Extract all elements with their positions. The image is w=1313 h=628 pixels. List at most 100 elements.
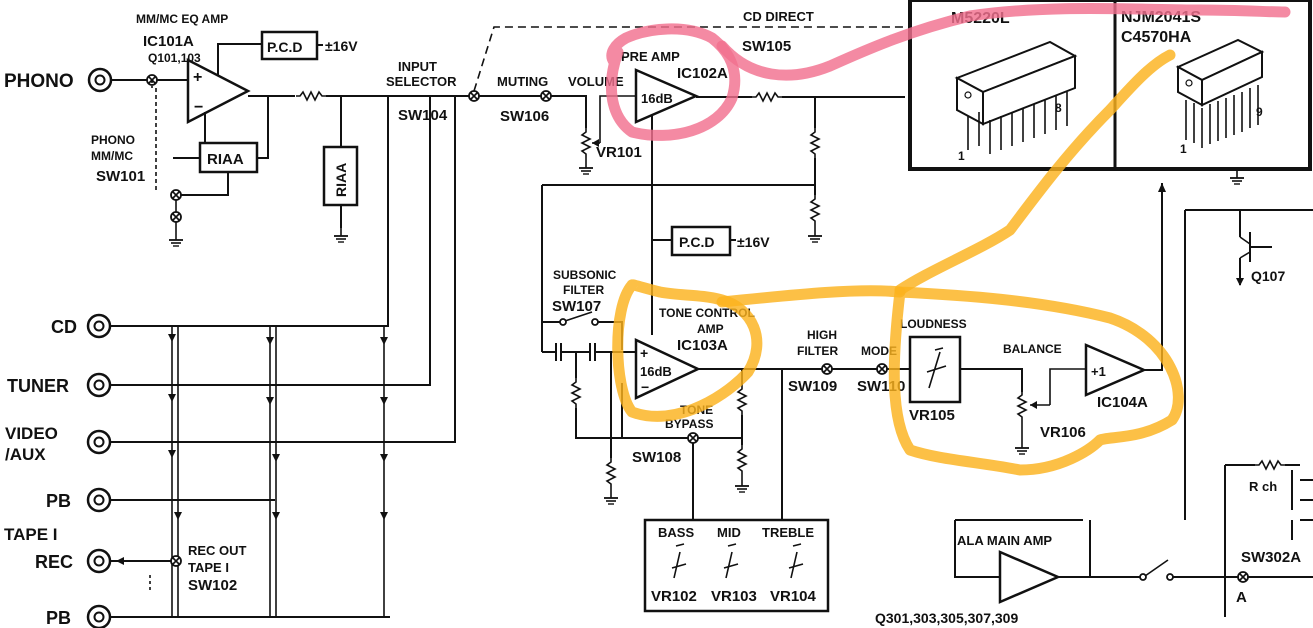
bass-label: BASS xyxy=(658,525,694,540)
rec-out-label-1: REC OUT xyxy=(188,543,247,558)
rec-out-label-2: TAPE I xyxy=(188,560,229,575)
jack-cd xyxy=(86,313,112,339)
label-phono: PHONO xyxy=(4,71,74,92)
subsonic-label-1: SUBSONIC xyxy=(553,268,617,282)
pre-amp-section: 16dB P.C.D ±16V xyxy=(542,68,905,335)
label-pb1: PB xyxy=(46,491,71,511)
svg-text:16dB: 16dB xyxy=(641,91,673,106)
rch-label: R ch xyxy=(1249,479,1277,494)
input-selector-label-2: SELECTOR xyxy=(386,74,457,89)
balance-label: BALANCE xyxy=(1003,342,1062,356)
sw104-label: SW104 xyxy=(398,107,448,124)
high-filter-label-1: HIGH xyxy=(807,328,837,342)
ic103a-opamp xyxy=(634,338,701,400)
selector-volume-section xyxy=(468,26,905,175)
phono-sw-label-1: PHONO xyxy=(91,133,135,147)
orange-highlight xyxy=(612,49,1184,476)
chip2b-label: C4570HA xyxy=(1121,29,1192,46)
jack-video-aux xyxy=(86,429,112,455)
jack-phono xyxy=(87,67,113,93)
phono-eq-section: + − P.C.D ±16V RIAA xyxy=(111,30,358,247)
svg-text:+: + xyxy=(640,345,648,361)
sw109-label: SW109 xyxy=(788,378,837,395)
sw302b-label: A xyxy=(1236,589,1247,606)
sw108-label: SW108 xyxy=(632,449,681,466)
high-filter-label-2: FILTER xyxy=(797,344,838,358)
svg-text:−: − xyxy=(194,99,203,116)
svg-text:RIAA: RIAA xyxy=(333,163,349,197)
label-aux: /AUX xyxy=(5,445,46,464)
tone-control-section: + 16dB − xyxy=(541,185,827,520)
svg-text:+: + xyxy=(193,69,202,86)
label-pb2: PB xyxy=(46,608,71,628)
subsonic-label-2: FILTER xyxy=(563,283,604,297)
vr103-label: VR103 xyxy=(711,588,757,605)
eq-title: MM/MC EQ AMP xyxy=(136,12,228,26)
jack-pb1 xyxy=(86,487,112,513)
vr105-label: VR105 xyxy=(909,407,955,424)
svg-text:+1: +1 xyxy=(1091,364,1106,379)
sw101-label: SW101 xyxy=(96,168,145,185)
vr101-label: VR101 xyxy=(596,144,642,161)
sw106-label: SW106 xyxy=(500,108,549,125)
ala-amp-symbol xyxy=(998,550,1062,604)
pin1a-label: 1 xyxy=(958,149,965,163)
riaa-box-2 xyxy=(322,145,359,207)
svg-text:±16V: ±16V xyxy=(325,38,358,54)
tone-control-label-2: AMP xyxy=(697,322,724,336)
jack-tuner xyxy=(86,372,112,398)
jack-pb2 xyxy=(86,604,112,628)
label-tuner: TUNER xyxy=(7,376,69,396)
ic102a-opamp xyxy=(634,68,700,124)
input-jacks xyxy=(86,67,113,628)
q101-label: Q101,103 xyxy=(148,51,201,65)
ic103a-label: IC103A xyxy=(677,337,728,354)
label-tape: TAPE I xyxy=(4,525,58,544)
ic-package-inset xyxy=(908,0,1312,171)
cd-direct-label: CD DIRECT xyxy=(743,9,814,24)
label-video: VIDEO xyxy=(5,424,58,443)
vr104-label: VR104 xyxy=(770,588,817,605)
svg-text:RIAA: RIAA xyxy=(207,151,244,168)
sw105-label: SW105 xyxy=(742,38,791,55)
phono-sw-label-2: MM/MC xyxy=(91,149,133,163)
label-rec: REC xyxy=(35,552,73,572)
q301-label: Q301,303,305,307,309 xyxy=(875,610,1018,626)
mode-label: MODE xyxy=(861,344,897,358)
pin8-label: 8 xyxy=(1055,101,1062,115)
svg-text:−: − xyxy=(641,379,649,395)
loudness-label: LOUDNESS xyxy=(900,317,967,331)
tone-control-label-1: TONE CONTROL xyxy=(659,306,755,320)
sw102-label: SW102 xyxy=(188,577,237,594)
tone-bypass-label-2: BYPASS xyxy=(665,417,713,431)
vr106-label: VR106 xyxy=(1040,424,1086,441)
right-side-section xyxy=(954,169,1313,617)
input-buses xyxy=(110,96,456,618)
svg-text:P.C.D: P.C.D xyxy=(267,39,303,55)
pin9-label: 9 xyxy=(1256,105,1263,119)
input-selector-label-1: INPUT xyxy=(398,59,437,74)
ic104a-opamp xyxy=(1084,343,1148,397)
sw302-label: SW302A xyxy=(1241,549,1301,566)
pink-highlight xyxy=(606,3,1291,141)
ic102a-label: IC102A xyxy=(677,65,728,82)
pre-amp-label: PRE AMP xyxy=(621,49,680,64)
jack-rec xyxy=(86,548,112,574)
ic104a-label: IC104A xyxy=(1097,394,1148,411)
ic101a-label: IC101A xyxy=(143,33,194,50)
pin1b-label: 1 xyxy=(1180,142,1187,156)
svg-text:±16V: ±16V xyxy=(737,234,770,250)
svg-text:16dB: 16dB xyxy=(640,364,672,379)
vr102-label: VR102 xyxy=(651,588,697,605)
treble-label: TREBLE xyxy=(762,525,814,540)
m5220l-package xyxy=(954,40,1078,154)
q107-label: Q107 xyxy=(1251,268,1285,284)
tone-pots-box xyxy=(643,518,830,613)
muting-label: MUTING xyxy=(497,74,548,89)
ic101a-opamp xyxy=(186,57,251,125)
ala-label: ALA MAIN AMP xyxy=(957,533,1052,548)
svg-text:P.C.D: P.C.D xyxy=(679,234,715,250)
label-cd: CD xyxy=(51,317,77,337)
mid-label: MID xyxy=(717,525,741,540)
